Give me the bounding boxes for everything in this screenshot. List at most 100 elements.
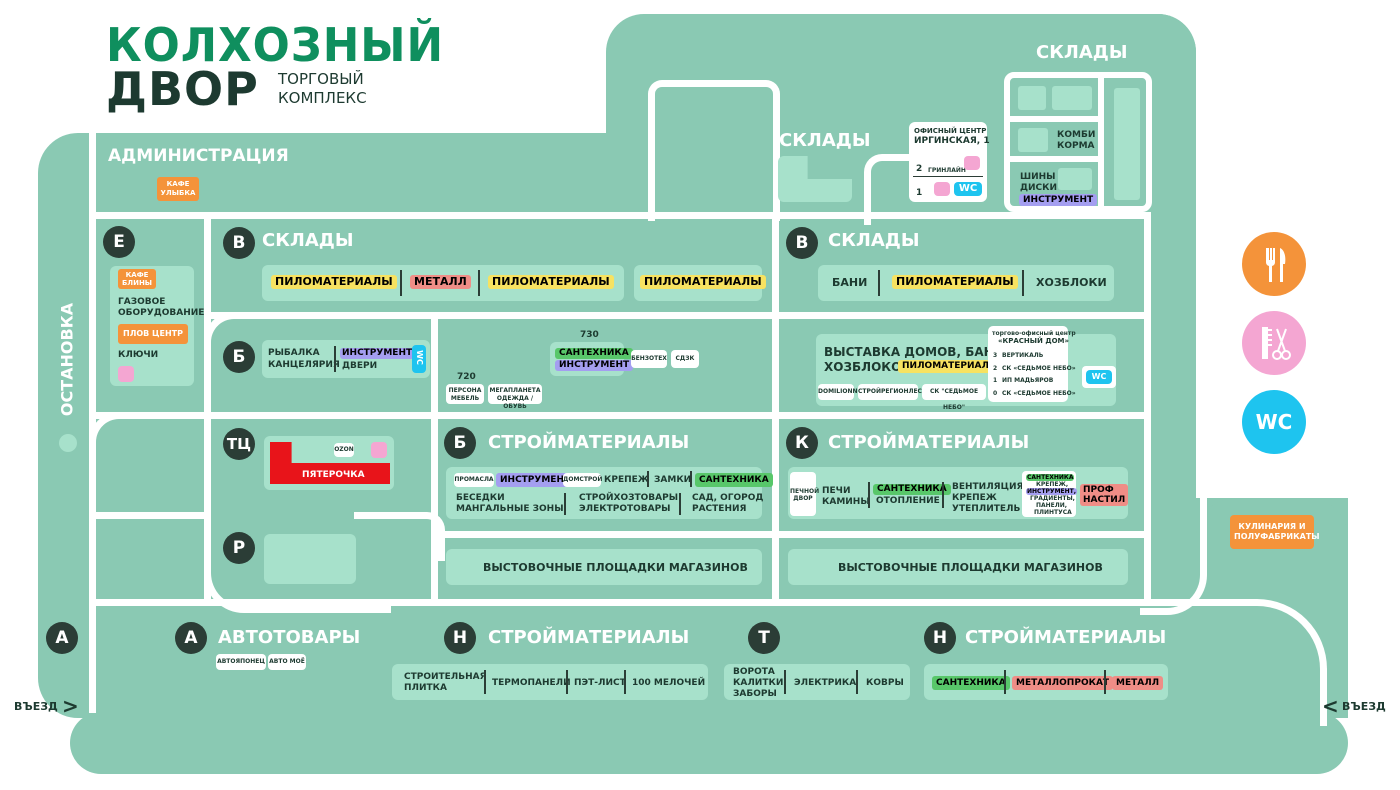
n2-c1[interactable]: САНТЕХНИКА [932, 676, 1010, 690]
road-right-curve [1140, 412, 1207, 615]
office-tenant: ГРИНЛАЙН [928, 167, 966, 174]
b2-promsla[interactable]: ПРОМАСЛА [454, 473, 494, 487]
bottom-road-strip [70, 712, 1348, 774]
k-prof-l1: ПРОФ [1083, 485, 1114, 495]
red-house-card[interactable] [988, 326, 1068, 402]
shiny-label: ШИНЫ [1020, 172, 1056, 182]
expo-wc-badge[interactable]: WC [1086, 370, 1112, 384]
r-road-curve [204, 512, 391, 613]
b2-domstroy[interactable]: ДОМСТРОЙ [563, 473, 602, 487]
b1-wc-label: WC [414, 350, 424, 365]
zone-a-badge: А [175, 622, 207, 654]
b2-krepezh: КРЕПЕЖ [604, 475, 649, 485]
expo-pilo[interactable]: ПИЛОМАТЕРИАЛЫ [898, 360, 1003, 373]
ozon-box[interactable]: OZON [334, 443, 354, 457]
k-sep-1 [868, 482, 870, 508]
a-s2[interactable]: АВТО МОЁ [268, 654, 306, 670]
n1-c3: ПЭТ-ЛИСТ [574, 678, 626, 688]
v1-sep-1 [400, 270, 402, 296]
sklady-mid-title: СКЛАДЫ [779, 130, 871, 151]
v2-hozbloki[interactable]: ХОЗБЛОКИ [1036, 276, 1107, 289]
mid-santeh[interactable]: САНТЕХНИКА [555, 348, 633, 359]
v1-tag-pilo-3[interactable]: ПИЛОМАТЕРИАЛЫ [640, 275, 766, 289]
v1-tag-pilo-1[interactable]: ПИЛОМАТЕРИАЛЫ [271, 275, 397, 289]
a-s1[interactable]: АВТОЯПОНЕЦ [216, 654, 266, 670]
b1-wc-badge[interactable]: WC [412, 345, 426, 373]
diski-label: ДИСКИ [1020, 183, 1058, 193]
road-top-horiz [89, 212, 1151, 219]
office-beauty-icon-2 [934, 182, 950, 196]
expo-left-panel[interactable] [446, 549, 762, 585]
red-house-f2: 2 [993, 365, 998, 372]
n2-sep-1 [1004, 670, 1006, 694]
legend-wc[interactable]: WC [1242, 390, 1306, 454]
b2-sad1: САД, ОГОРОД [692, 493, 764, 503]
mid-instr[interactable]: ИНСТРУМЕНТ [555, 360, 634, 371]
office-floor1: 1 [916, 188, 923, 198]
stop-marker [59, 434, 77, 452]
zone-n1-badge: Н [444, 622, 476, 654]
office-floor2: 2 [916, 164, 923, 174]
gas-label-2: ОБОРУДОВАНИЕ [118, 308, 205, 318]
expo-c2[interactable]: СТРОЙРЕГИОНЛЕС [858, 384, 922, 400]
mid-sdk-label: СДЗК [675, 355, 695, 362]
v2-tag-pilo[interactable]: ПИЛОМАТЕРИАЛЫ [892, 275, 1018, 289]
zone-r-panel [264, 534, 356, 584]
v1-tag-pilo-2[interactable]: ПИЛОМАТЕРИАЛЫ [488, 275, 614, 289]
mid-sdk[interactable]: СДЗК [671, 350, 699, 368]
b2-zamki: ЗАМКИ [654, 475, 692, 485]
entry-right: ВЪЕЗД [1342, 700, 1386, 713]
office-wc-badge[interactable]: WC [954, 182, 982, 196]
b1-instr[interactable]: ИНСТРУМЕНТ [340, 348, 415, 359]
red-house-title1: торгово-офисный центр [992, 330, 1076, 337]
road-v1 [204, 212, 211, 606]
t-c2: ЭЛЕКТРИКА [794, 678, 857, 688]
cafe-bliny-label: КАФЕ БЛИНЫ [121, 271, 153, 287]
cafe-smile[interactable]: КАФЕ УЛЫБКА [157, 177, 199, 201]
pyaterochka-label: ПЯТЕРОЧКА [302, 470, 365, 480]
storage-cell-1 [1018, 86, 1046, 110]
expo-c3[interactable]: СК "СЕДЬМОЕ НЕБО" [922, 384, 986, 411]
logo-line2: ДВОР [106, 62, 259, 116]
zone-n2-title: СТРОЙМАТЕРИАЛЫ [965, 627, 1167, 648]
logo-sub1: ТОРГОВЫЙ [278, 70, 364, 88]
road-bottom-horiz [96, 599, 1196, 606]
k-m2: КРЕПЕЖ, [1036, 481, 1069, 488]
mid-persona-l2: МЕБЕЛЬ [450, 395, 480, 402]
b2-santeh[interactable]: САНТЕХНИКА [695, 473, 773, 487]
zone-b1-badge: Б [223, 341, 255, 373]
k-otopl: ОТОПЛЕНИЕ [876, 496, 940, 506]
cafe-bliny[interactable]: КАФЕ БЛИНЫ [118, 269, 156, 289]
logo-sub2: КОМПЛЕКС [278, 89, 367, 107]
zone-b2-title: СТРОЙМАТЕРИАЛЫ [488, 432, 690, 453]
legend-food[interactable] [1242, 232, 1306, 296]
red-house-f2t: СК «СЕДЬМОЕ НЕБО» [1002, 365, 1076, 372]
office-title2: ИРГИНСКАЯ, 1 [914, 136, 990, 146]
expo-right-panel[interactable] [788, 549, 1128, 585]
v2-bani[interactable]: БАНИ [832, 276, 868, 289]
legend-beauty[interactable] [1242, 311, 1306, 375]
red-house-f1t: ИП МАДЬЯРОВ [1002, 377, 1054, 384]
ozon-label: OZON [334, 446, 354, 453]
n720-label: 720 [457, 372, 476, 382]
sklady-right-row1 [1010, 116, 1098, 122]
road-left-curve [96, 512, 209, 519]
stop-label: ОСТАНОВКА [57, 302, 77, 417]
n2-c2[interactable]: МЕТАЛЛОПРОКАТ [1012, 676, 1114, 690]
expo-title2: ХОЗБЛОКОВ [824, 360, 911, 374]
k-santeh[interactable]: САНТЕХНИКА [873, 484, 951, 495]
expo-title1: ВЫСТАВКА ДОМОВ, БАНЬ [824, 345, 1003, 359]
n2-c3[interactable]: МЕТАЛЛ [1112, 676, 1164, 690]
expo-c1[interactable]: DOMILIONN [818, 384, 857, 400]
zone-v2-title: СКЛАДЫ [828, 230, 920, 251]
b2-instr[interactable]: ИНСТРУМЕНТ [496, 473, 575, 487]
mid-benzo[interactable]: БЕНЗОТЕХ [631, 350, 667, 368]
plov-center[interactable]: ПЛОВ ЦЕНТР [118, 324, 188, 344]
v1-tag-metall[interactable]: МЕТАЛЛ [410, 275, 471, 289]
kulinaria[interactable]: КУЛИНАРИЯ И ПОЛУФАБРИКАТЫ [1230, 515, 1320, 549]
road-mid-horiz [89, 412, 1151, 419]
